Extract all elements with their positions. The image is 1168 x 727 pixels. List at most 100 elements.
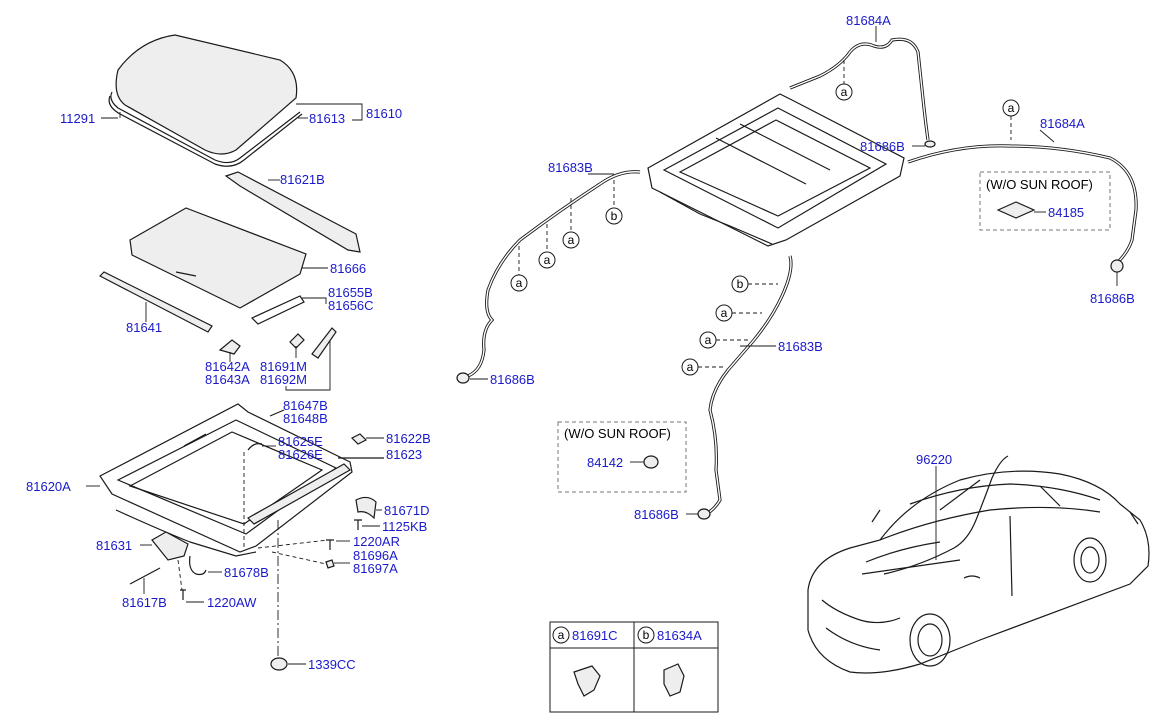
clip-81691c-icon xyxy=(573,665,601,697)
screw-1220aw xyxy=(180,589,186,600)
svg-text:a: a xyxy=(568,233,575,247)
grommet-81686b-left xyxy=(456,372,470,384)
label-81686b-right: 81686B xyxy=(1090,291,1135,306)
label-81666: 81666 xyxy=(330,261,366,276)
screw-1125kb xyxy=(354,519,362,530)
label-81620a: 81620A xyxy=(26,479,71,494)
label-81656c: 81656C xyxy=(328,298,374,313)
label-81691m: 81691M xyxy=(260,359,307,374)
dash-81696a xyxy=(271,551,327,565)
svg-text:a: a xyxy=(721,306,728,320)
drain-hose-mid xyxy=(705,255,793,516)
svg-text:a: a xyxy=(687,360,694,374)
svg-text:a: a xyxy=(1008,101,1015,115)
label-81683b-left: 81683B xyxy=(548,160,593,175)
legend-a-letter: a xyxy=(558,628,565,642)
pad-84185 xyxy=(996,201,1036,219)
harness-81678b xyxy=(189,555,207,576)
label-81625e: 81625E xyxy=(278,434,323,449)
label-81696a: 81696A xyxy=(353,548,398,563)
deflector xyxy=(224,171,361,253)
label-81643a: 81643A xyxy=(205,372,250,387)
callout-a-1: a xyxy=(510,246,528,292)
svg-text:b: b xyxy=(611,209,618,223)
callout-a-2: a xyxy=(538,224,556,269)
label-1125kb: 1125KB xyxy=(382,519,427,534)
leader-81610 xyxy=(296,103,363,121)
sunroof-motor xyxy=(151,531,189,561)
svg-text:a: a xyxy=(705,333,712,347)
leader-81684a-right xyxy=(1039,129,1055,143)
grommet-81686b-top xyxy=(924,140,936,148)
leader-81647b xyxy=(285,340,331,391)
label-1339cc: 1339CC xyxy=(308,657,356,672)
label-81655b: 81655B xyxy=(328,285,373,300)
sunshade-handle xyxy=(175,271,197,277)
label-81678b: 81678B xyxy=(224,565,269,580)
label-81621b: 81621B xyxy=(280,172,325,187)
label-81686b-bottom: 81686B xyxy=(634,507,679,522)
legend-b-letter: b xyxy=(643,628,650,642)
grommet-1339cc xyxy=(270,657,288,671)
callout-a-4: a xyxy=(835,60,853,101)
callout-a-5: a xyxy=(1002,99,1020,140)
wo-sunroof-box-left: (W/O SUN ROOF) 84142 xyxy=(557,421,687,493)
dash-1220aw xyxy=(177,559,183,591)
label-96220: 96220 xyxy=(916,452,952,467)
label-81626e: 81626E xyxy=(278,447,323,462)
glass-panel xyxy=(108,34,303,167)
svg-text:a: a xyxy=(516,276,523,290)
label-81697a: 81697A xyxy=(353,561,398,576)
label-81686b-left: 81686B xyxy=(490,372,535,387)
bracket-81655b xyxy=(250,295,305,325)
svg-text:(W/O SUN ROOF): (W/O SUN ROOF) xyxy=(986,177,1093,192)
label-81610: 81610 xyxy=(366,106,402,121)
label-84142: 84142 xyxy=(587,455,623,470)
label-1220ar: 1220AR xyxy=(353,534,400,549)
clip-legend-table: a 81691C b 81634A xyxy=(549,621,719,713)
part-81622b xyxy=(350,433,368,445)
dash-1220ar xyxy=(257,539,329,549)
label-81617b: 81617B xyxy=(122,595,167,610)
drain-hose-right xyxy=(907,144,1138,264)
label-81692m: 81692M xyxy=(260,372,307,387)
label-81671d: 81671D xyxy=(384,503,430,518)
label-81686b-top: 81686B xyxy=(860,139,905,154)
callout-b-2: b xyxy=(731,275,778,293)
grommet-81686b-right xyxy=(1110,259,1124,273)
wiring-harness-96220 xyxy=(883,455,1009,575)
label-81631: 81631 xyxy=(96,538,132,553)
clip-81642a xyxy=(218,339,241,355)
label-81684a-top: 81684A xyxy=(846,13,891,28)
label-84185: 84185 xyxy=(1048,205,1084,220)
svg-text:b: b xyxy=(737,277,744,291)
svg-text:(W/O SUN ROOF): (W/O SUN ROOF) xyxy=(564,426,671,441)
sunroof-frame xyxy=(99,403,353,557)
legend-a-part: 81691C xyxy=(572,628,618,643)
guide-81647b xyxy=(311,327,337,359)
plug-84142 xyxy=(643,455,659,469)
part-81696a xyxy=(325,559,335,569)
label-81613: 81613 xyxy=(309,111,345,126)
label-81642a: 81642A xyxy=(205,359,250,374)
callout-a-6: a xyxy=(715,304,762,322)
leader-81655b xyxy=(302,297,327,304)
label-81648b: 81648B xyxy=(283,411,328,426)
callout-a-3: a xyxy=(562,198,580,249)
label-81641: 81641 xyxy=(126,320,162,335)
drain-hose-left-upper xyxy=(467,170,641,378)
label-81684a-right: 81684A xyxy=(1040,116,1085,131)
part-81671d xyxy=(355,496,377,520)
wo-sunroof-box-right: (W/O SUN ROOF) 84185 xyxy=(979,171,1111,231)
drain-hose-top xyxy=(789,37,930,141)
label-81683b-mid: 81683B xyxy=(778,339,823,354)
callout-b-1: b xyxy=(605,180,623,225)
label-81623: 81623 xyxy=(386,447,422,462)
clip-81691m xyxy=(289,333,305,349)
label-81622b: 81622B xyxy=(386,431,431,446)
part-81625e xyxy=(247,443,263,451)
center-frame xyxy=(647,93,905,247)
svg-text:a: a xyxy=(841,85,848,99)
callout-a-7: a xyxy=(699,331,748,349)
